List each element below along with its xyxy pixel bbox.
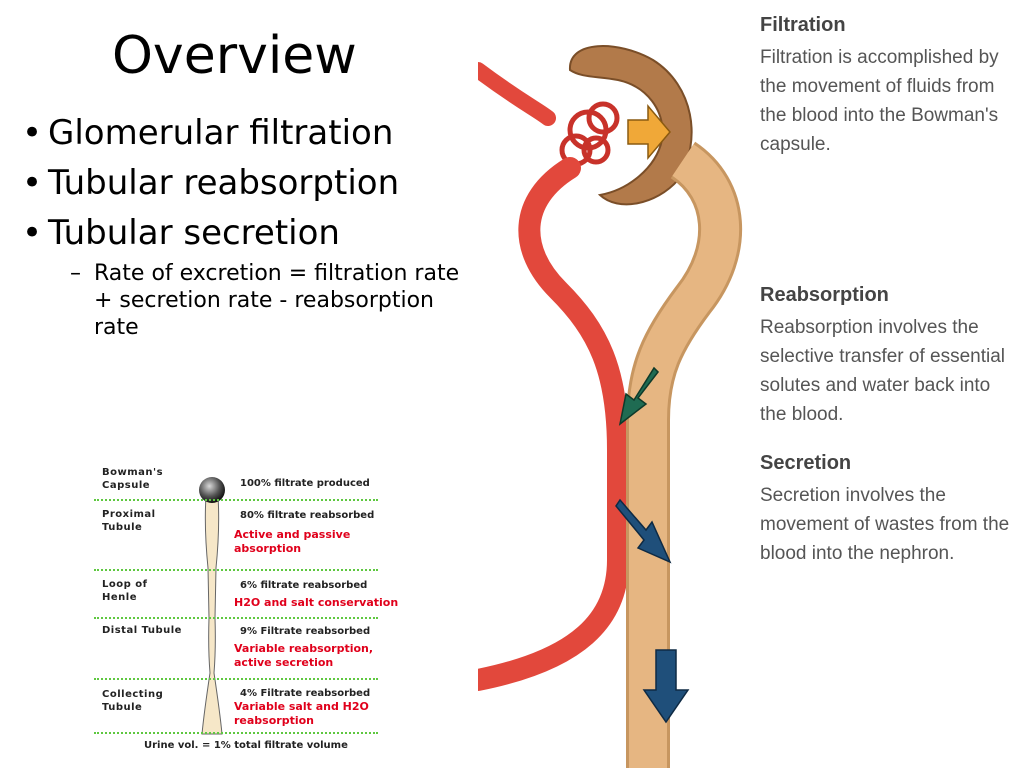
slide-title: Overview — [112, 26, 357, 86]
dash-marker: – — [70, 261, 81, 286]
nephron-tube-graphic — [199, 477, 225, 735]
divider-line — [94, 499, 378, 501]
reabsorption-arrow — [618, 366, 659, 426]
segment-label-distal-tubule: Distal Tubule — [102, 625, 182, 636]
sub-bullet-excretion-rate: – Rate of excretion = filtration rate + … — [18, 260, 468, 341]
segment-note-loop-of-henle: H2O and salt conservation — [234, 596, 399, 609]
segment-label-collecting-tubule: Collecting Tubule — [102, 689, 164, 713]
glomerulus — [559, 101, 620, 167]
segment-label-loop-of-henle: Loop of Henle — [102, 579, 148, 603]
urine-flow-arrow — [642, 649, 690, 724]
bullet-list: Glomerular filtration Tubular reabsorpti… — [18, 110, 468, 341]
segment-stat-collecting-tubule: 4% Filtrate reabsorbed — [240, 688, 371, 699]
segment-stat-loop-of-henle: 6% filtrate reabsorbed — [240, 580, 368, 591]
divider-line — [94, 732, 378, 734]
segment-label-bowmans-capsule: Bowman's Capsule — [102, 467, 164, 491]
nephron-filtrate-chart: Bowman's Capsule 100% filtrate produced … — [84, 462, 404, 762]
segment-note-collecting-tubule: Variable salt and H2O reabsorption — [234, 700, 369, 727]
tubule-shape — [201, 495, 223, 735]
bullet-tubular-reabsorption: Tubular reabsorption — [18, 160, 468, 206]
secretion-arrow — [615, 498, 672, 564]
reabsorption-description: Reabsorption involves the selective tran… — [760, 317, 1006, 425]
bullet-tubular-secretion: Tubular secretion — [18, 210, 468, 256]
secretion-description: Secretion involves the movement of waste… — [760, 485, 1010, 564]
sub-bullet-text: Rate of excretion = filtration rate + se… — [94, 261, 460, 340]
divider-line — [94, 569, 378, 571]
afferent-arteriole — [478, 62, 556, 126]
filtration-arrow — [627, 103, 671, 161]
filtration-description: Filtration is accomplished by the moveme… — [760, 47, 999, 155]
reabsorption-panel: Reabsorption Reabsorption involves the s… — [760, 284, 1010, 429]
segment-label-proximal-tubule: Proximal Tubule — [102, 509, 156, 533]
filtration-panel: Filtration Filtration is accomplished by… — [760, 14, 1010, 159]
filtration-heading: Filtration — [760, 14, 846, 36]
urine-volume-footer: Urine vol. = 1% total filtrate volume — [144, 740, 348, 751]
segment-note-distal-tubule: Variable reabsorption, active secretion — [234, 642, 374, 669]
efferent-vessel — [478, 157, 629, 691]
secretion-panel: Secretion Secretion involves the movemen… — [760, 452, 1010, 568]
reabsorption-heading: Reabsorption — [760, 284, 889, 306]
secretion-heading: Secretion — [760, 452, 852, 474]
bullet-glomerular-filtration: Glomerular filtration — [18, 110, 468, 156]
bowmans-capsule-ball — [199, 477, 225, 503]
segment-stat-bowmans-capsule: 100% filtrate produced — [240, 478, 370, 489]
divider-line — [94, 617, 378, 619]
renal-tubule — [629, 144, 740, 768]
bowmans-capsule — [568, 45, 693, 206]
nephron-process-diagram — [478, 45, 743, 768]
segment-stat-proximal-tubule: 80% filtrate reabsorbed — [240, 510, 375, 521]
segment-stat-distal-tubule: 9% Filtrate reabsorbed — [240, 626, 371, 637]
divider-line — [94, 678, 378, 680]
segment-note-proximal-tubule: Active and passive absorption — [234, 528, 351, 555]
